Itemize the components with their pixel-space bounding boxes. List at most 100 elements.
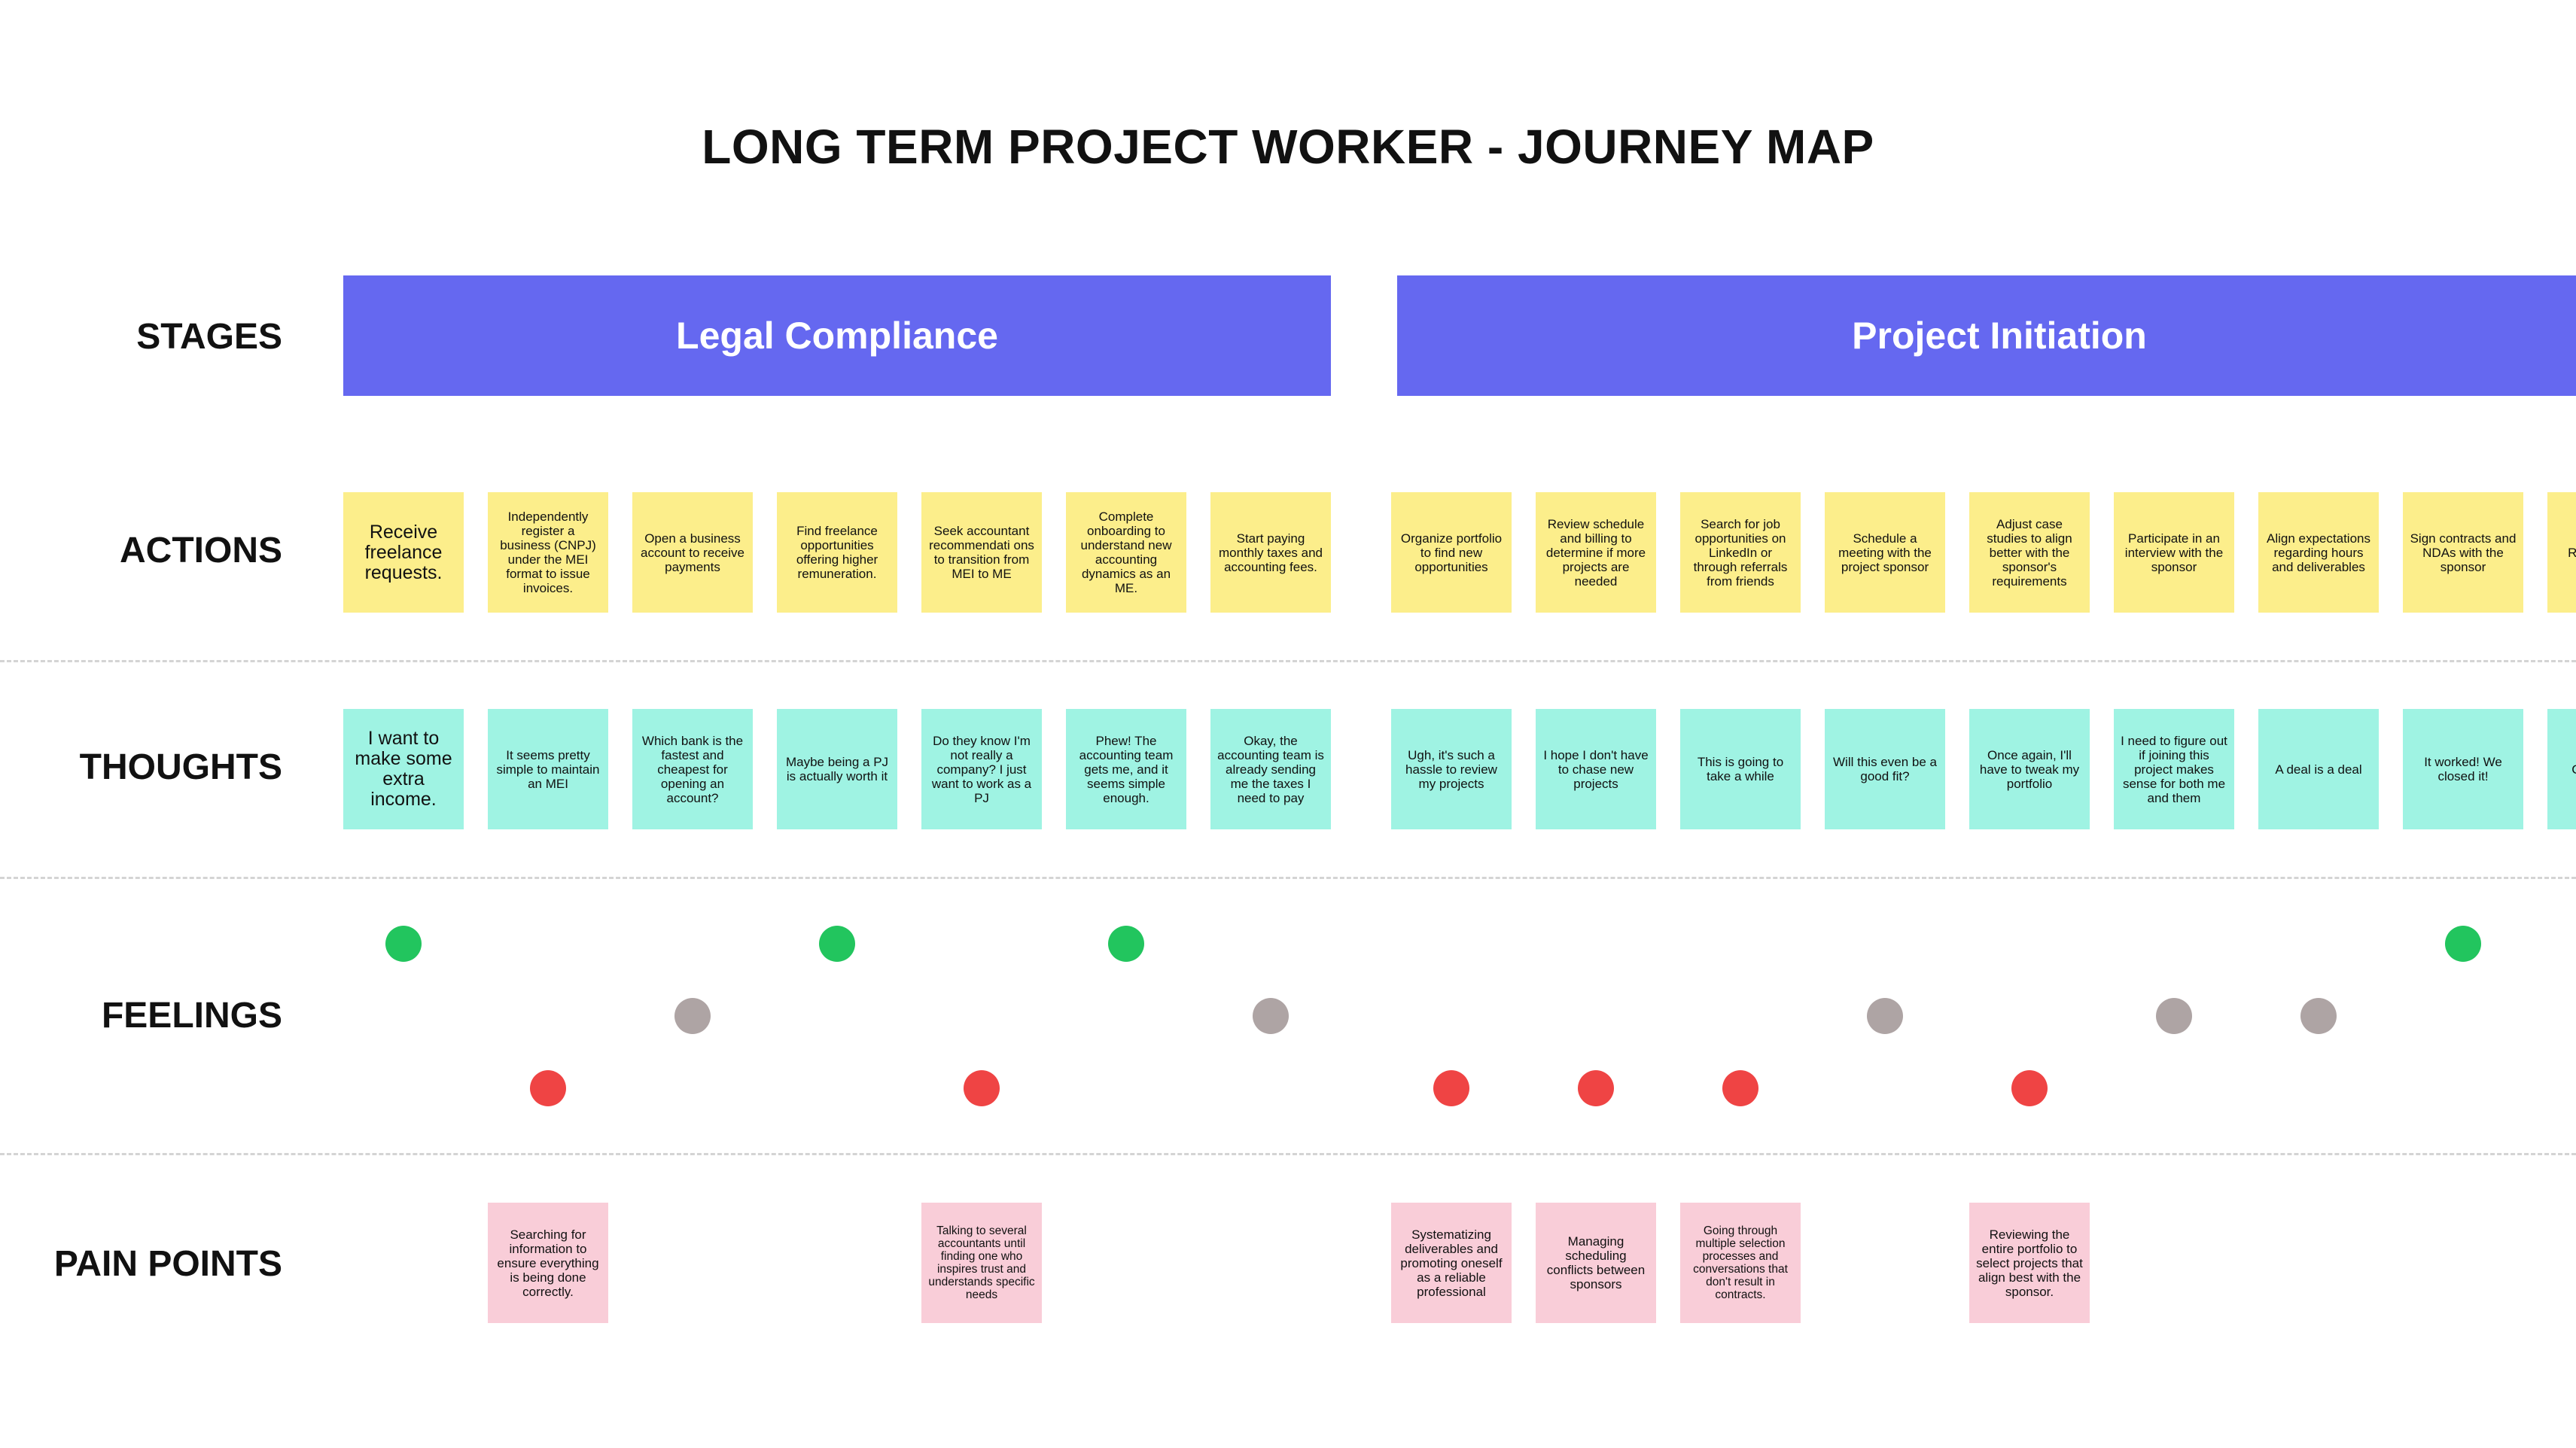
action-sticky-note: Review schedule and billing to determine… (1536, 492, 1656, 613)
pain-point-sticky-note: Searching for information to ensure ever… (488, 1203, 608, 1323)
row-label-thoughts: THOUGHTS (79, 747, 282, 787)
stage-project-initiation: Project Initiation (1397, 275, 2576, 396)
action-sticky-note-text: Review schedule and billing to determine… (1545, 516, 1646, 589)
thought-sticky-note: Phew! The accounting team gets me, and i… (1066, 709, 1186, 829)
feeling-dot-neutral (2300, 998, 2337, 1034)
thought-sticky-note: I hope I don't have to chase new project… (1536, 709, 1656, 829)
thought-sticky-note-text: Do they know I'm not really a company? I… (931, 733, 1032, 805)
action-sticky-note-text: Find freelance opportunities offering hi… (796, 524, 878, 581)
thought-sticky-note: I want to make some extra income. (343, 709, 464, 829)
page-title: LONG TERM PROJECT WORKER - JOURNEY MAP (702, 120, 1874, 174)
thought-sticky-note-text: I hope I don't have to chase new project… (1543, 747, 1649, 791)
pain-point-sticky-note: Managing scheduling conflicts between sp… (1536, 1203, 1656, 1323)
action-sticky-note-text: Align expectations regarding hours and d… (2267, 531, 2370, 574)
action-sticky-note-text: Sign contracts and NDAs with the sponsor (2410, 531, 2517, 574)
action-sticky-note: Search for job opportunities on LinkedIn… (1680, 492, 1801, 613)
action-sticky-note-text: Open a business account to receive payme… (641, 531, 744, 574)
action-sticky-note-text: Adjust case studies to align better with… (1987, 516, 2072, 589)
row-divider (0, 877, 2576, 879)
feeling-dot-neutral (1253, 998, 1289, 1034)
action-sticky-note-text: Complete onboarding to understand new ac… (1080, 510, 1172, 595)
thought-sticky-note-text: Will this even be a good fit? (1833, 755, 1937, 783)
action-sticky-note-text: Re to t co a m (2568, 545, 2576, 560)
pain-point-sticky-note-text: Searching for information to ensure ever… (497, 1227, 599, 1299)
thought-sticky-note: This is going to take a while (1680, 709, 1801, 829)
thought-sticky-note: It worked! We closed it! (2403, 709, 2523, 829)
row-label-feelings: FEELINGS (101, 996, 282, 1036)
action-sticky-note: Re to t co a m (2547, 492, 2576, 613)
thought-sticky-note: A deal is a deal (2258, 709, 2379, 829)
action-sticky-note-text: Seek accountant recommendati ons to tran… (929, 524, 1034, 581)
action-sticky-note-text: Receive freelance requests. (364, 521, 443, 583)
thought-sticky-note-text: Maybe being a PJ is actually worth it (785, 755, 889, 783)
feeling-dot-positive (1108, 926, 1144, 962)
thought-sticky-note: Do they know I'm not really a company? I… (921, 709, 1042, 829)
feeling-dot-positive (2445, 926, 2481, 962)
thought-sticky-note-text: A deal is a deal (2275, 762, 2362, 777)
pain-point-sticky-note: Talking to several accountants until fin… (921, 1203, 1042, 1323)
thought-sticky-note: It seems pretty simple to maintain an ME… (488, 709, 608, 829)
action-sticky-note: Independently register a business (CNPJ)… (488, 492, 608, 613)
action-sticky-note-text: Organize portfolio to find new opportuni… (1400, 531, 1503, 574)
thought-sticky-note-text: Okay, the accounting team is already sen… (1217, 733, 1324, 805)
action-sticky-note: Schedule a meeting with the project spon… (1825, 492, 1945, 613)
thought-sticky-note-text: This is going to take a while (1697, 755, 1784, 783)
feeling-dot-negative (1722, 1070, 1758, 1106)
thought-sticky-note: Which bank is the fastest and cheapest f… (632, 709, 753, 829)
feeling-dot-negative (530, 1070, 566, 1106)
action-sticky-note: Seek accountant recommendati ons to tran… (921, 492, 1042, 613)
thought-sticky-note-text: I need to figure out if joining this pro… (2121, 733, 2227, 805)
pain-point-sticky-note: Reviewing the entire portfolio to select… (1969, 1203, 2090, 1323)
action-sticky-note: Participate in an interview with the spo… (2114, 492, 2234, 613)
pain-point-sticky-note: Systematizing deliverables and promoting… (1391, 1203, 1512, 1323)
action-sticky-note-text: Participate in an interview with the spo… (2124, 531, 2224, 574)
action-sticky-note: Find freelance opportunities offering hi… (777, 492, 897, 613)
action-sticky-note-text: Search for job opportunities on LinkedIn… (1693, 516, 1788, 589)
action-sticky-note: Start paying monthly taxes and accountin… (1210, 492, 1331, 613)
pain-point-sticky-note-text: Systematizing deliverables and promoting… (1400, 1227, 1503, 1299)
feeling-dot-neutral (674, 998, 711, 1034)
row-divider (0, 1153, 2576, 1155)
action-sticky-note: Align expectations regarding hours and d… (2258, 492, 2379, 613)
thought-sticky-note-text: Ugh, it's such a hassle to review my pro… (1405, 747, 1497, 791)
action-sticky-note: Open a business account to receive payme… (632, 492, 753, 613)
thought-sticky-note: Okay, the accounting team is already sen… (1210, 709, 1331, 829)
thought-sticky-note-text: Once again, I'll have to tweak my portfo… (1979, 747, 2080, 791)
thought-sticky-note: Maybe being a PJ is actually worth it (777, 709, 897, 829)
action-sticky-note: Organize portfolio to find new opportuni… (1391, 492, 1512, 613)
thought-sticky-note: Will this even be a good fit? (1825, 709, 1945, 829)
feeling-dot-negative (1433, 1070, 1469, 1106)
row-label-pain-points: PAIN POINTS (53, 1244, 282, 1284)
pain-point-sticky-note: Going through multiple selection process… (1680, 1203, 1801, 1323)
thought-sticky-note-text: C con plat to (2571, 762, 2576, 777)
pain-point-sticky-note-text: Going through multiple selection process… (1693, 1224, 1788, 1301)
action-sticky-note: Receive freelance requests. (343, 492, 464, 613)
row-divider (0, 660, 2576, 662)
thought-sticky-note: Once again, I'll have to tweak my portfo… (1969, 709, 2090, 829)
row-label-stages: STAGES (136, 317, 282, 357)
action-sticky-note: Adjust case studies to align better with… (1969, 492, 2090, 613)
feeling-dot-neutral (2156, 998, 2192, 1034)
action-sticky-note-text: Schedule a meeting with the project spon… (1838, 531, 1932, 574)
thought-sticky-note: I need to figure out if joining this pro… (2114, 709, 2234, 829)
action-sticky-note-text: Start paying monthly taxes and accountin… (1219, 531, 1323, 574)
pain-point-sticky-note-text: Managing scheduling conflicts between sp… (1546, 1234, 1646, 1291)
row-label-actions: ACTIONS (120, 531, 282, 570)
stage-legal-compliance: Legal Compliance (343, 275, 1331, 396)
action-sticky-note: Sign contracts and NDAs with the sponsor (2403, 492, 2523, 613)
thought-sticky-note-text: I want to make some extra income. (355, 728, 452, 810)
thought-sticky-note-text: Which bank is the fastest and cheapest f… (641, 733, 744, 805)
thought-sticky-note-text: It worked! We closed it! (2424, 755, 2502, 783)
thought-sticky-note-text: It seems pretty simple to maintain an ME… (496, 747, 600, 791)
action-sticky-note-text: Independently register a business (CNPJ)… (500, 510, 596, 595)
thought-sticky-note: C con plat to (2547, 709, 2576, 829)
pain-point-sticky-note-text: Reviewing the entire portfolio to select… (1976, 1227, 2083, 1299)
feeling-dot-positive (819, 926, 855, 962)
thought-sticky-note-text: Phew! The accounting team gets me, and i… (1079, 733, 1174, 805)
feeling-dot-negative (964, 1070, 1000, 1106)
feeling-dot-positive (385, 926, 422, 962)
pain-point-sticky-note-text: Talking to several accountants until fin… (928, 1224, 1035, 1301)
feeling-dot-negative (2011, 1070, 2048, 1106)
feeling-dot-neutral (1867, 998, 1903, 1034)
feeling-dot-negative (1578, 1070, 1614, 1106)
